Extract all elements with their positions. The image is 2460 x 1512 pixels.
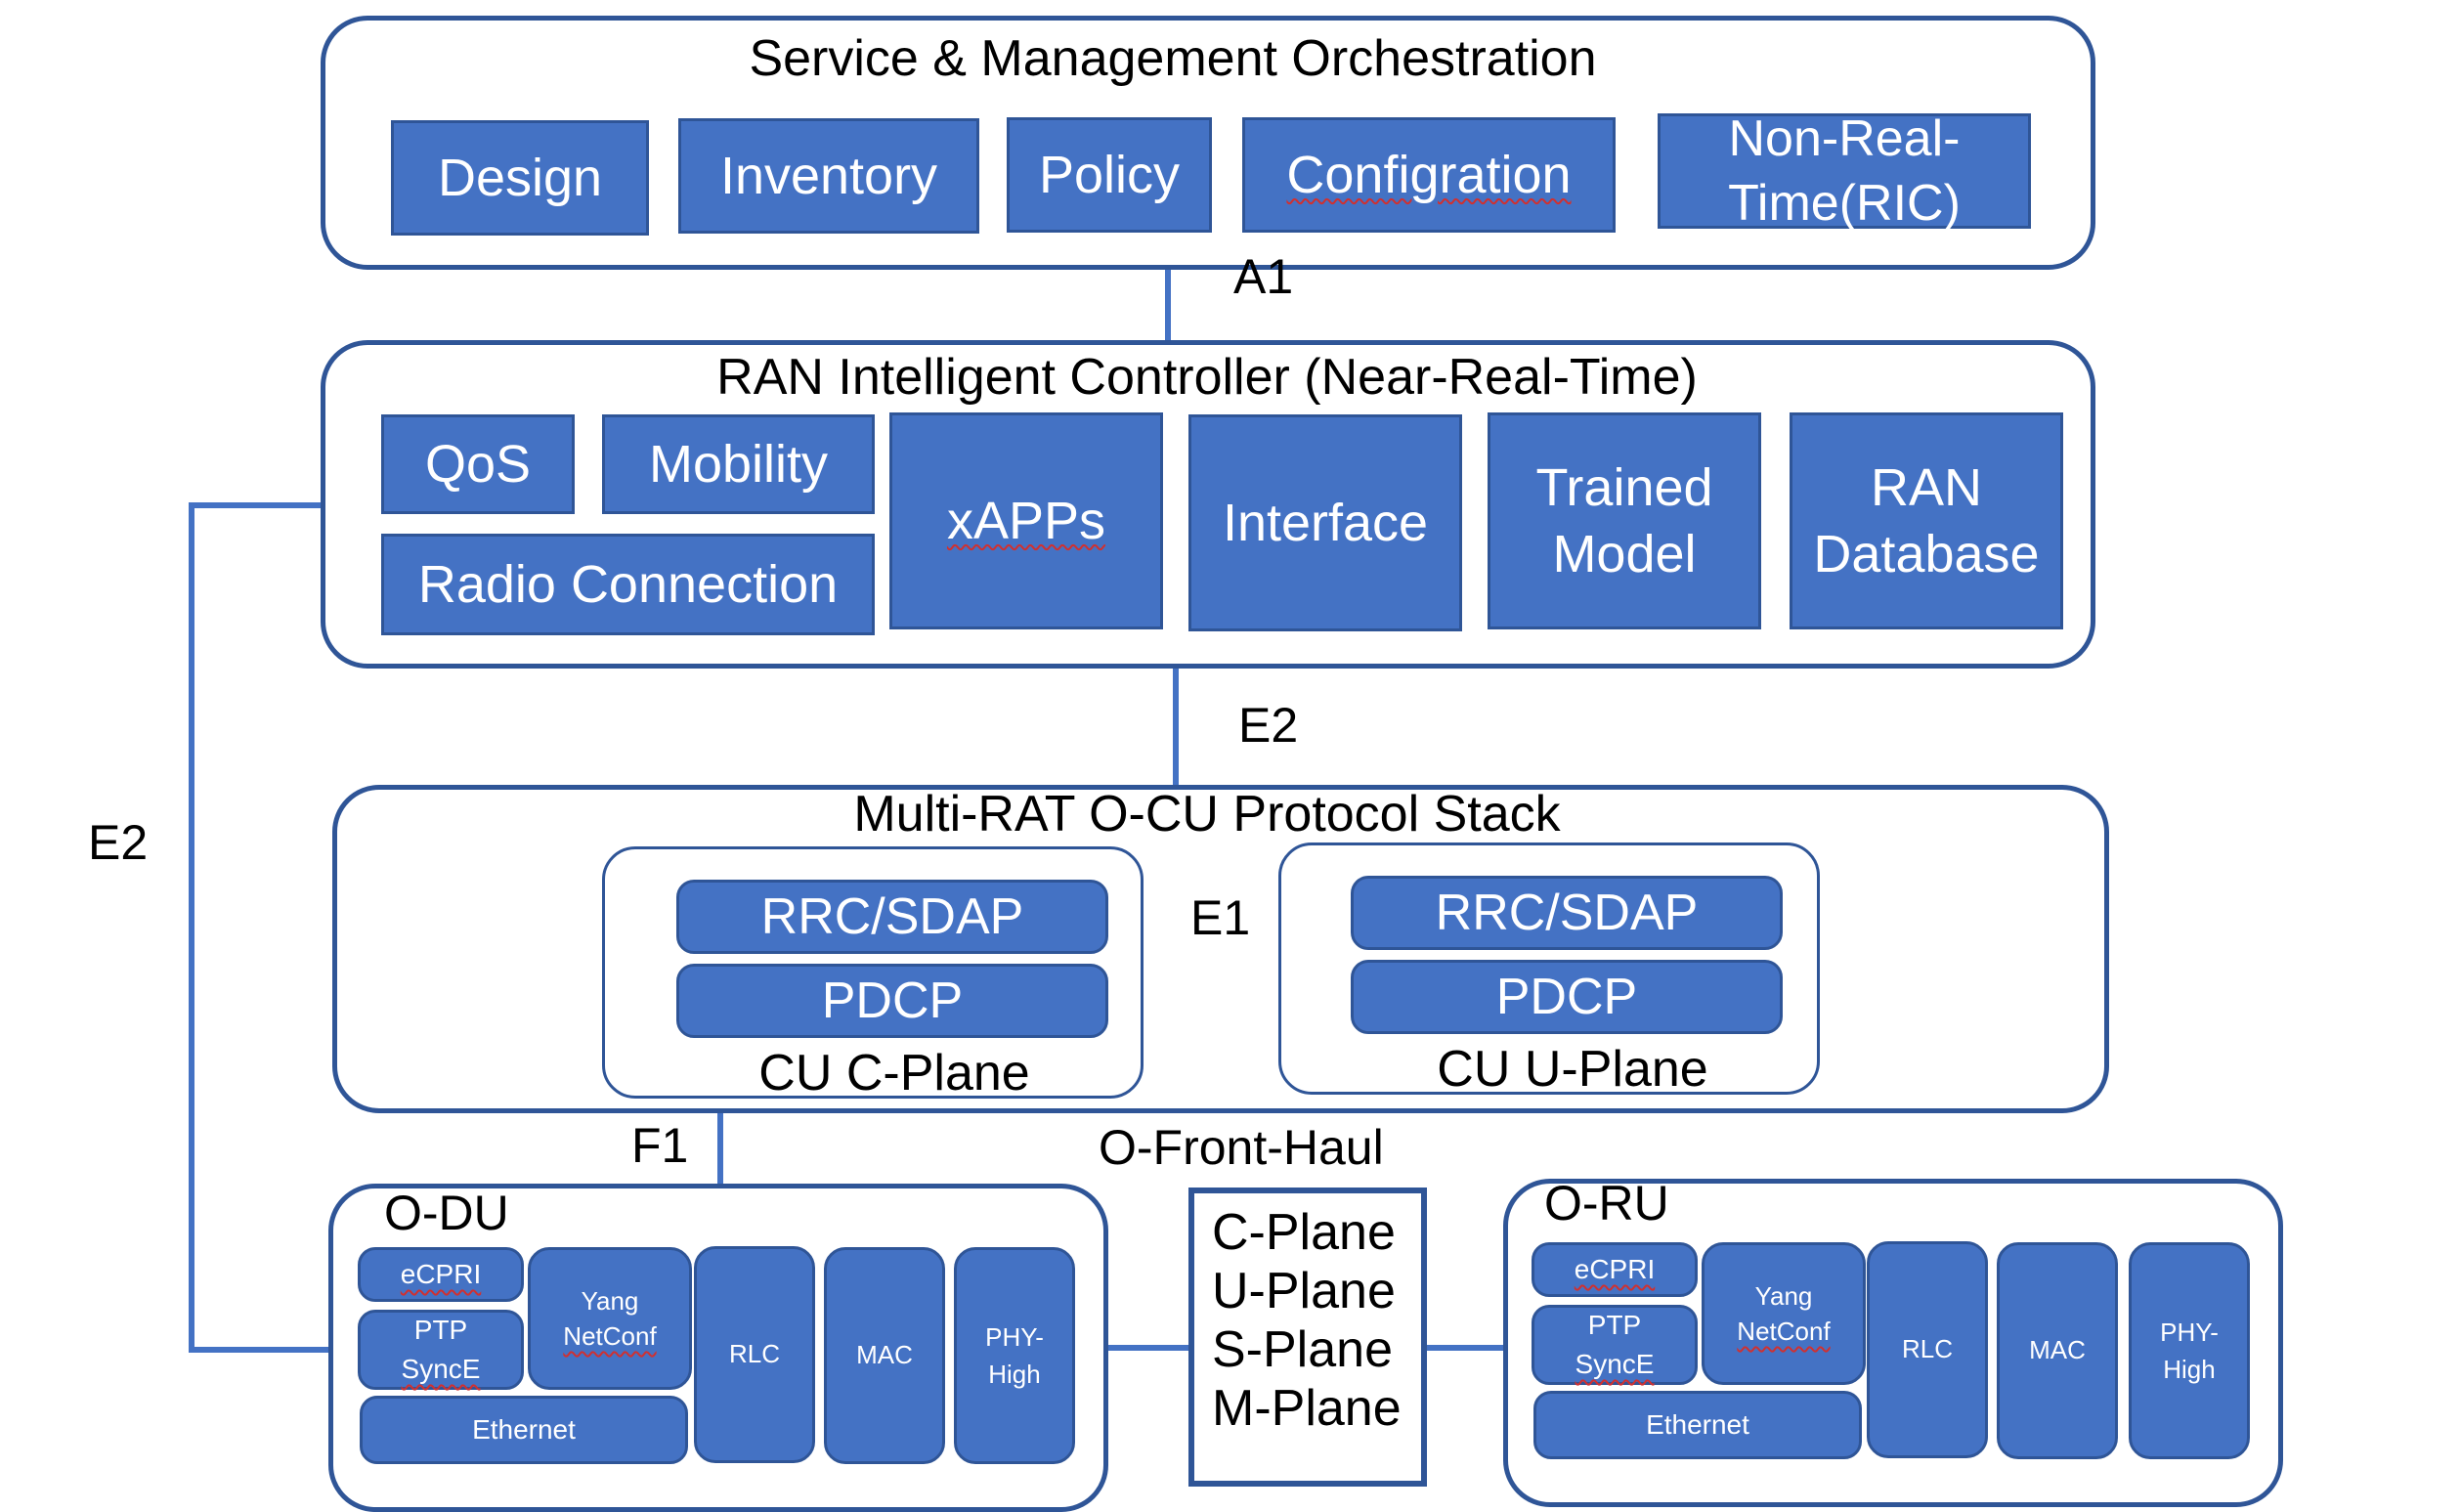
o-front-haul-label: O-Front-Haul	[1099, 1120, 1384, 1175]
e2-link-left-vertical	[189, 502, 194, 1353]
ric-title: RAN Intelligent Controller (Near-Real-Ti…	[716, 349, 1698, 406]
ran-database-block: RAN Database	[1790, 412, 2063, 629]
e2-link-center	[1173, 665, 1179, 787]
odu-ecpri-label: eCPRI	[400, 1259, 482, 1290]
policy-block: Policy	[1007, 117, 1212, 233]
oru-netconf-label: NetConf	[1737, 1317, 1831, 1346]
c-plane-label: C-Plane	[1212, 1204, 1396, 1261]
design-block: Design	[391, 120, 649, 236]
odu-yang-netconf-block: Yang NetConf	[528, 1247, 692, 1390]
e2-link-left-bottom	[189, 1347, 333, 1353]
s-plane-label: S-Plane	[1212, 1321, 1393, 1378]
configuration-label: Configration	[1286, 145, 1572, 204]
oru-yang-label: Yang	[1754, 1281, 1813, 1311]
a1-label: A1	[1233, 249, 1294, 304]
odu-ecpri-block: eCPRI	[358, 1247, 524, 1302]
qos-block: QoS	[381, 414, 575, 514]
radio-connection-block: Radio Connection	[381, 534, 875, 635]
cu-u-plane-label: CU U-Plane	[1437, 1041, 1708, 1098]
cu-c-plane-label: CU C-Plane	[758, 1045, 1030, 1102]
odu-title: O-DU	[384, 1186, 509, 1240]
oru-ethernet-block: Ethernet	[1533, 1391, 1862, 1459]
u-plane-label: U-Plane	[1212, 1263, 1396, 1319]
odu-rlc-block: RLC	[694, 1246, 815, 1463]
cu-c-rrc-sdap-block: RRC/SDAP	[676, 880, 1108, 954]
oru-rlc-block: RLC	[1867, 1241, 1988, 1458]
configuration-block: Configration	[1242, 117, 1616, 233]
fronthaul-link-right	[1423, 1345, 1507, 1351]
odu-netconf-label: NetConf	[563, 1321, 657, 1351]
interface-block: Interface	[1188, 414, 1462, 631]
oru-phy-high-block: PHY-High	[2129, 1242, 2250, 1459]
smo-title: Service & Management Orchestration	[749, 30, 1597, 87]
oru-mac-block: MAC	[1997, 1242, 2118, 1459]
e2-left-label: E2	[88, 815, 149, 870]
e2-center-label: E2	[1238, 698, 1299, 753]
cu-u-rrc-sdap-block: RRC/SDAP	[1351, 876, 1783, 950]
m-plane-label: M-Plane	[1212, 1380, 1402, 1437]
xapps-label: xAPPs	[946, 491, 1106, 550]
e1-label: E1	[1190, 890, 1251, 945]
odu-synce-label: SyncE	[401, 1354, 481, 1384]
oru-title: O-RU	[1544, 1176, 1669, 1231]
oru-ecpri-block: eCPRI	[1532, 1242, 1698, 1297]
fronthaul-link-left	[1104, 1345, 1192, 1351]
oru-ecpri-label: eCPRI	[1574, 1254, 1656, 1285]
ocu-title: Multi-RAT O-CU Protocol Stack	[853, 786, 1561, 842]
oru-ptp-label: PTP	[1587, 1310, 1642, 1340]
trained-model-block: Trained Model	[1488, 412, 1761, 629]
a1-link	[1165, 264, 1171, 340]
odu-phy-high-block: PHY-High	[954, 1247, 1075, 1464]
fronthaul-planes-box: C-Plane U-Plane S-Plane M-Plane	[1188, 1188, 1427, 1487]
odu-ptp-label: PTP	[413, 1315, 468, 1345]
odu-mac-block: MAC	[824, 1247, 945, 1464]
oru-synce-label: SyncE	[1575, 1349, 1655, 1379]
oru-yang-netconf-block: Yang NetConf	[1702, 1242, 1866, 1385]
inventory-block: Inventory	[678, 118, 979, 234]
mobility-block: Mobility	[602, 414, 875, 514]
f1-label: F1	[631, 1118, 689, 1173]
f1-link	[717, 1109, 723, 1186]
e2-link-left-top	[189, 502, 324, 508]
non-real-time-ric-block: Non-Real-Time(RIC)	[1658, 110, 2031, 232]
xapps-block: xAPPs	[889, 412, 1163, 629]
odu-ptp-synce-block: PTP SyncE	[358, 1310, 524, 1390]
oru-ptp-synce-block: PTP SyncE	[1532, 1305, 1698, 1385]
cu-c-pdcp-block: PDCP	[676, 964, 1108, 1038]
odu-ethernet-block: Ethernet	[360, 1396, 688, 1464]
odu-yang-label: Yang	[581, 1286, 639, 1316]
cu-u-pdcp-block: PDCP	[1351, 960, 1783, 1034]
